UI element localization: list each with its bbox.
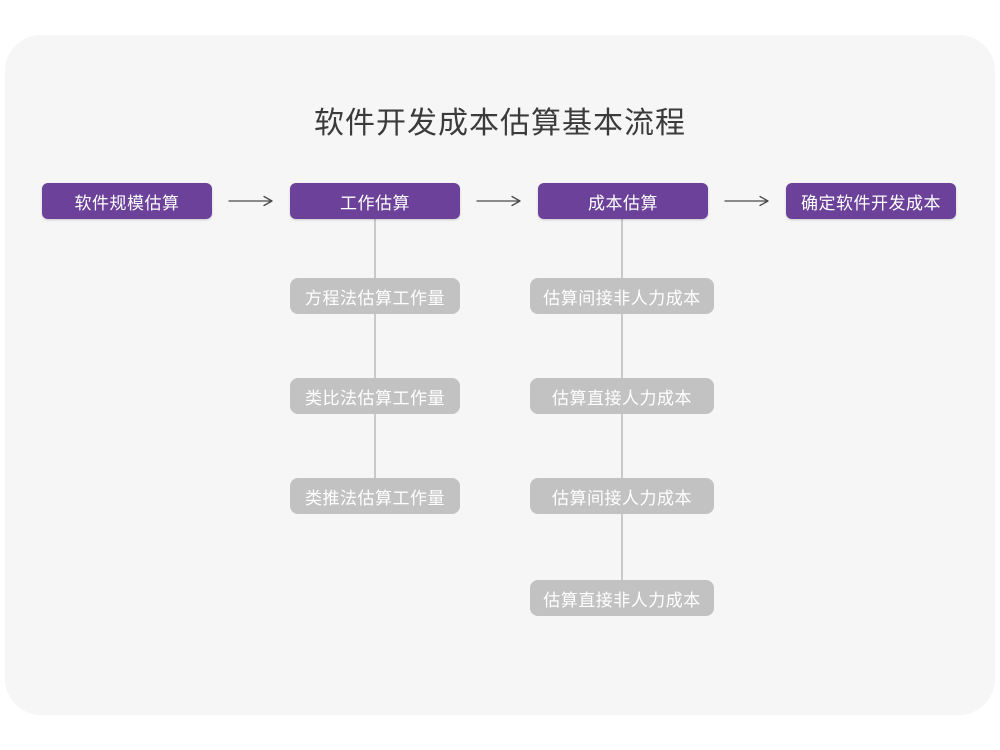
work-method-box-extrapolation: 类推法估算工作量 [290,478,460,514]
cost-item-box-indirect-nonlabor: 估算间接非人力成本 [530,278,714,314]
cost-item-label: 估算间接非人力成本 [543,288,701,308]
flow-arrow-2 [476,194,522,207]
stage-label: 工作估算 [340,193,410,213]
flow-arrow-3 [724,194,770,207]
cost-item-box-direct-labor: 估算直接人力成本 [530,378,714,414]
work-method-box-equation: 方程法估算工作量 [290,278,460,314]
stage-label: 确定软件开发成本 [801,193,941,213]
cost-item-label: 估算间接人力成本 [552,488,692,508]
right-arrow-icon [476,195,521,207]
cost-item-label: 估算直接非人力成本 [543,590,701,610]
flow-arrow-1 [228,194,274,207]
cost-item-box-indirect-labor: 估算间接人力成本 [530,478,714,514]
work-method-label: 类比法估算工作量 [305,388,445,408]
work-method-label: 方程法估算工作量 [305,288,445,308]
work-method-label: 类推法估算工作量 [305,488,445,508]
stage-box-software-scale-estimation: 软件规模估算 [42,183,212,219]
cost-item-box-direct-nonlabor: 估算直接非人力成本 [530,580,714,616]
work-method-box-analogy: 类比法估算工作量 [290,378,460,414]
stage-label: 软件规模估算 [74,193,180,213]
page-title: 软件开发成本估算基本流程 [314,107,686,140]
stage-box-cost-estimation: 成本估算 [538,183,708,219]
right-arrow-icon [228,195,273,207]
cost-item-label: 估算直接人力成本 [552,388,692,408]
flowchart-canvas [5,35,995,715]
stage-box-work-estimation: 工作估算 [290,183,460,219]
right-arrow-icon [724,195,769,207]
stage-box-determine-development-cost: 确定软件开发成本 [786,183,956,219]
stage-label: 成本估算 [588,193,658,213]
connector-line-work-estimation [374,219,376,496]
